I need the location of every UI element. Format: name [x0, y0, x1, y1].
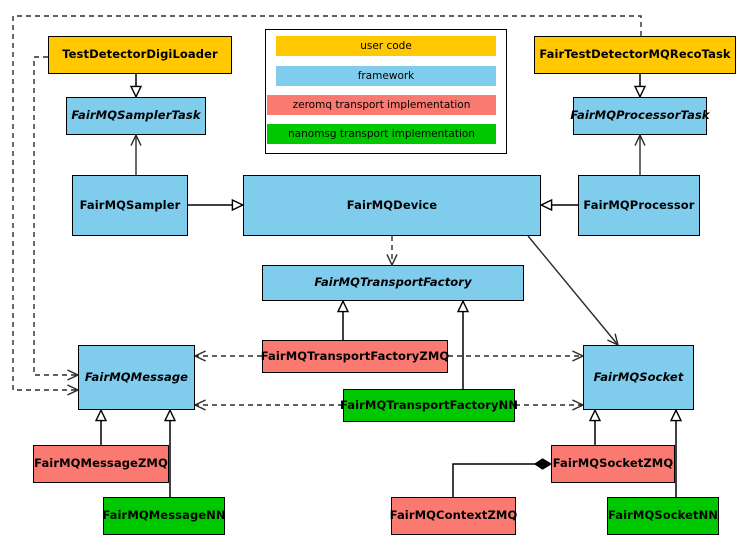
- legend-item-label: nanomsg transport implementation: [288, 128, 475, 140]
- class-label: FairMQMessageNN: [102, 508, 226, 523]
- class-label: FairMQMessage: [84, 369, 189, 384]
- class-label: FairMQContextZMQ: [389, 508, 518, 523]
- class-label: FairMQProcessorTask: [570, 108, 710, 123]
- class-label: FairTestDetectorMQRecoTask: [539, 47, 731, 62]
- class-box-fairmqsamplertask[interactable]: FairMQSamplerTask: [66, 97, 206, 135]
- class-label: FairMQSamplerTask: [71, 108, 201, 123]
- class-box-fairmqtransportfactoryzmq[interactable]: FairMQTransportFactoryZMQ: [260, 340, 450, 373]
- class-box-fairmqprocessor[interactable]: FairMQProcessor: [578, 175, 700, 236]
- edge-fairmqcontextzmq-to-fairmqsocketzmq: [452, 458, 553, 497]
- legend-item-label: framework: [357, 70, 415, 82]
- legend-item-framework: framework: [276, 66, 496, 86]
- class-label: FairMQTransportFactory: [314, 275, 472, 290]
- class-label: FairMQTransportFactoryNN: [339, 397, 519, 412]
- class-label: TestDetectorDigiLoader: [62, 47, 218, 62]
- legend-item-label: user code: [360, 40, 412, 52]
- class-label: FairMQTransportFactoryZMQ: [260, 348, 450, 363]
- legend-item-user-code: user code: [276, 36, 496, 56]
- class-box-fairmqsocketzmq[interactable]: FairMQSocketZMQ: [551, 445, 675, 483]
- class-label: FairMQProcessor: [583, 197, 695, 212]
- class-box-fairmqmessagenn[interactable]: FairMQMessageNN: [102, 497, 226, 535]
- class-box-fairmqdevice[interactable]: FairMQDevice: [243, 175, 541, 236]
- class-box-testdetectordigiloader[interactable]: TestDetectorDigiLoader: [48, 36, 232, 74]
- class-label: FairMQSocketNN: [607, 508, 719, 523]
- class-box-fairmqtransportfactorynn[interactable]: FairMQTransportFactoryNN: [339, 389, 519, 422]
- class-box-fairmqsocket[interactable]: FairMQSocket: [583, 345, 694, 410]
- legend-item-zeromq: zeromq transport implementation: [267, 95, 496, 115]
- class-box-fairmqmessagezmq[interactable]: FairMQMessageZMQ: [33, 445, 169, 483]
- class-box-fairmqtransportfactory[interactable]: FairMQTransportFactory: [262, 265, 524, 301]
- class-box-fairmqsocketnn[interactable]: FairMQSocketNN: [607, 497, 719, 535]
- legend-item-label: zeromq transport implementation: [292, 99, 471, 111]
- class-box-fairmqmessage[interactable]: FairMQMessage: [78, 345, 195, 410]
- class-label: FairMQSocketZMQ: [552, 456, 674, 471]
- class-label: FairMQSocket: [593, 369, 684, 384]
- class-label: FairMQSampler: [79, 197, 181, 212]
- class-label: FairMQMessageZMQ: [34, 456, 168, 471]
- legend-item-nanomsg: nanomsg transport implementation: [267, 124, 496, 144]
- class-label: FairMQDevice: [346, 197, 438, 212]
- class-box-fairmqcontextzmq[interactable]: FairMQContextZMQ: [389, 497, 518, 535]
- class-box-fairtestdetectormqrecotask[interactable]: FairTestDetectorMQRecoTask: [534, 36, 736, 74]
- class-box-fairmqprocessortask[interactable]: FairMQProcessorTask: [570, 97, 710, 135]
- class-box-fairmqsampler[interactable]: FairMQSampler: [72, 175, 188, 236]
- edge-fairmqdevice-to-fairmqsocket: [527, 235, 620, 347]
